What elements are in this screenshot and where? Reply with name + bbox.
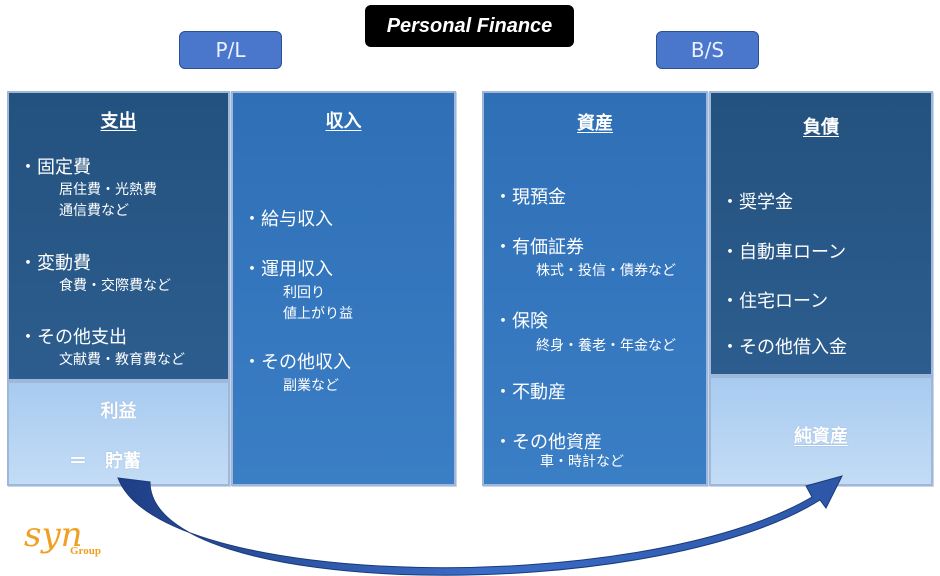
logo-text: syn [24, 515, 83, 555]
profit-heading: 利益 [100, 401, 137, 422]
liability-item-scholarship: ・奨学金 [721, 192, 793, 213]
asset-item-insurance: ・保険 [494, 311, 548, 332]
expense-item-fixed: ・固定費 [19, 157, 91, 178]
asset-item-securities: ・有価証券 [494, 237, 584, 258]
asset-item-cash: ・現預金 [494, 187, 566, 208]
arrow-body [117, 475, 843, 576]
income-heading: 収入 [325, 111, 362, 132]
expenses-panel: 支出 ・固定費 居住費・光熱費 通信費など ・変動費 食費・交際費など ・その他… [7, 91, 230, 381]
expense-sub: 文献費・教育費など [59, 352, 185, 368]
income-item-investment: ・運用収入 [243, 259, 333, 280]
pl-tag: P/L [179, 31, 282, 69]
page-title: Personal Finance [365, 5, 574, 47]
income-sub: 値上がり益 [283, 306, 353, 322]
asset-sub: 株式・投信・債券など [536, 263, 676, 279]
bs-tag: B/S [656, 31, 759, 69]
logo-subtext: Group [70, 545, 101, 557]
income-item-other: ・その他収入 [243, 352, 351, 373]
income-sub: 利回り [283, 285, 325, 301]
liabilities-heading: 負債 [803, 117, 839, 138]
asset-sub: 終身・養老・年金など [536, 338, 676, 354]
assets-heading: 資産 [577, 113, 613, 134]
asset-sub: 車・時計など [540, 454, 624, 470]
income-item-salary: ・給与収入 [243, 209, 333, 230]
assets-panel: 資産 ・現預金 ・有価証券 株式・投信・債券など ・保険 終身・養老・年金など … [482, 91, 708, 486]
expense-sub: 居住費・光熱費 [59, 182, 157, 198]
expense-sub: 通信費など [59, 203, 129, 219]
liability-item-other: ・その他借入金 [721, 337, 847, 358]
profit-panel: 利益 ＝ 貯蓄 [7, 381, 230, 486]
liabilities-panel: 負債 ・奨学金 ・自動車ローン ・住宅ローン ・その他借入金 [709, 91, 933, 376]
syn-group-logo: syn Group [18, 515, 118, 573]
liability-item-mortgage: ・住宅ローン [721, 291, 829, 312]
expenses-heading: 支出 [100, 111, 137, 132]
income-panel: 収入 ・給与収入 ・運用収入 利回り 値上がり益 ・その他収入 副業など [231, 91, 456, 486]
income-sub: 副業など [283, 378, 339, 394]
net-assets-heading: 純資産 [794, 426, 848, 447]
liability-item-car-loan: ・自動車ローン [721, 242, 847, 263]
expense-item-other: ・その他支出 [19, 327, 127, 348]
expense-sub: 食費・交際費など [59, 278, 171, 294]
asset-item-other: ・その他資産 [494, 432, 602, 453]
asset-item-real-estate: ・不動産 [494, 382, 566, 403]
profit-equals-savings: ＝ 貯蓄 [69, 451, 141, 472]
expense-item-variable: ・変動費 [19, 253, 91, 274]
net-assets-panel: 純資産 [709, 376, 933, 486]
